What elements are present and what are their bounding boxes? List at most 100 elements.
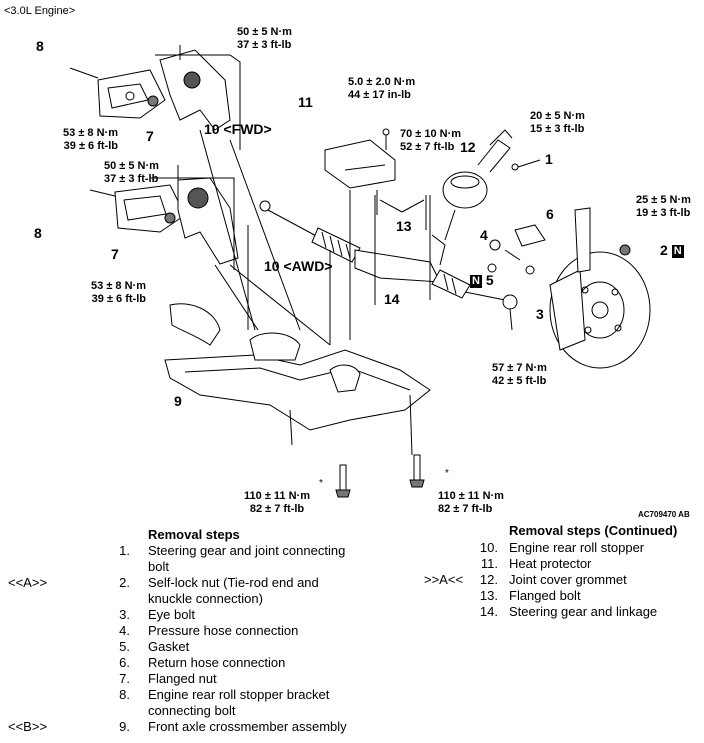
step-text: Engine rear roll stopper: [509, 540, 645, 555]
removal-step: 13. Flanged bolt: [400, 588, 700, 604]
removal-steps-title: Removal steps: [148, 527, 240, 542]
torque-nm: 110 ± 11 N·m: [244, 490, 310, 502]
callout-5-label: 5: [485, 272, 494, 288]
callout-5: N 5: [470, 272, 494, 288]
step-number: 4.: [119, 623, 130, 638]
fwd-roll-stopper-group: [69, 45, 241, 150]
removal-step: 3. Eye bolt: [0, 607, 380, 623]
step-text: Eye bolt: [148, 607, 195, 622]
step-text: Self-lock nut (Tie-rod end and knuckle c…: [148, 575, 319, 606]
removal-step: <<B>> 9. Front axle crossmember assembly: [0, 719, 380, 735]
step-text: Flanged nut: [148, 671, 217, 686]
step-number: 8.: [119, 687, 130, 702]
callout-3: 3: [536, 306, 544, 322]
removal-step: 14. Steering gear and linkage: [400, 604, 700, 620]
n-box-2: N: [671, 245, 684, 258]
step-number: 11.: [480, 556, 498, 571]
step-text: Engine rear roll stopper bracket connect…: [148, 687, 330, 718]
step-number: 6.: [119, 655, 130, 670]
step-number: 10.: [479, 540, 498, 555]
step-text: Gasket: [148, 639, 190, 654]
step-mark: <<A>>: [8, 575, 48, 590]
torque-ftlb: 19 ± 3 ft-lb: [636, 207, 691, 219]
callout-11: 11: [298, 94, 313, 110]
step-text: Return hose connection: [148, 655, 286, 670]
knuckle-disc-group: [549, 207, 651, 369]
step-text: Joint cover grommet: [509, 572, 627, 587]
callout-4: 4: [480, 227, 488, 243]
torque-nm: 70 ± 10 N·m: [400, 128, 462, 140]
torque-13: 70 ± 10 N·m 52 ± 7 ft-lb: [400, 128, 461, 154]
grommet-group: [442, 129, 513, 241]
callout-1: 1: [545, 151, 553, 167]
torque-nm: 25 ± 5 N·m: [636, 194, 691, 206]
heat-protector-group: [324, 128, 396, 189]
torque-nm: 57 ± 7 N·m: [492, 362, 547, 374]
torque-ftlb: 37 ± 3 ft-lb: [104, 173, 159, 185]
torque-1: 20 ± 5 N·m 15 ± 3 ft-lb: [530, 110, 585, 136]
callout-8-fwd: 8: [36, 38, 44, 54]
crossmember-group: [164, 303, 431, 456]
callout-12: 12: [460, 139, 476, 155]
callout-13: 13: [396, 218, 412, 234]
torque-top: 50 ± 5 N·m 37 ± 3 ft-lb: [237, 26, 292, 52]
step-number: 5.: [119, 639, 130, 654]
awd-roll-stopper-group: [89, 165, 239, 270]
torque-awd-7: 53 ± 8 N·m 39 ± 6 ft-lb: [58, 280, 146, 306]
callout-14: 14: [384, 291, 400, 307]
torque-ftlb: 37 ± 3 ft-lb: [237, 39, 292, 51]
torque-ftlb: 15 ± 3 ft-lb: [530, 123, 585, 135]
step-number: 13.: [479, 588, 498, 603]
torque-nm: 50 ± 5 N·m: [104, 160, 159, 172]
removal-step: 6. Return hose connection: [0, 655, 380, 671]
callout-6: 6: [546, 206, 554, 222]
removal-steps-list: 1. Steering gear and joint connecting bo…: [0, 543, 380, 735]
torque-nm: 20 ± 5 N·m: [530, 110, 585, 122]
step-number: 14.: [479, 604, 498, 619]
removal-steps-continued-list: 10. Engine rear roll stopper 11. Heat pr…: [400, 540, 700, 620]
torque-nm: 53 ± 8 N·m: [63, 127, 118, 139]
torque-3: 57 ± 7 N·m 42 ± 5 ft-lb: [492, 362, 547, 388]
step-number: 3.: [119, 607, 130, 622]
removal-steps-continued-title: Removal steps (Continued): [509, 523, 678, 538]
removal-step: 1. Steering gear and joint connecting bo…: [0, 543, 380, 575]
callout-2: 2 N: [660, 242, 684, 258]
removal-step: <<A>> 2. Self-lock nut (Tie-rod end and …: [0, 575, 380, 607]
callout-10-awd: 10 <AWD>: [264, 258, 333, 274]
step-number: 12.: [479, 572, 498, 587]
removal-step: 10. Engine rear roll stopper: [400, 540, 700, 556]
torque-ftlb: 39 ± 6 ft-lb: [63, 140, 118, 152]
step-mark: >>A<<: [424, 572, 464, 587]
step-text: Heat protector: [509, 556, 592, 571]
asterisk-left: *: [319, 478, 323, 489]
exploded-diagram: [69, 45, 651, 498]
step-number: 2.: [119, 575, 130, 590]
callout-7-awd: 7: [111, 246, 119, 262]
n-box-5: N: [470, 275, 482, 288]
torque-fwd-7: 53 ± 8 N·m 39 ± 6 ft-lb: [30, 127, 118, 153]
torque-nm: 5.0 ± 2.0 N·m: [348, 76, 416, 88]
torque-ftlb: 42 ± 5 ft-lb: [492, 375, 547, 387]
callout-8-awd: 8: [34, 225, 42, 241]
torque-bottom-right: 110 ± 11 N·m 82 ± 7 ft-lb: [438, 490, 504, 516]
callout-7-fwd: 7: [146, 128, 154, 144]
step-text: Pressure hose connection: [148, 623, 299, 638]
torque-ftlb: 39 ± 6 ft-lb: [91, 293, 146, 305]
step-text: Steering gear and linkage: [509, 604, 658, 619]
callout-2-label: 2: [660, 242, 668, 258]
step-text: Steering gear and joint connecting bolt: [148, 543, 346, 574]
removal-step: 4. Pressure hose connection: [0, 623, 380, 639]
removal-step: >>A<< 12. Joint cover grommet: [400, 572, 700, 588]
steering-gear-group: [259, 200, 518, 331]
torque-nm: 110 ± 11 N·m: [438, 490, 504, 502]
step-text: Flanged bolt: [509, 588, 581, 603]
removal-step: 11. Heat protector: [400, 556, 700, 572]
removal-step: 7. Flanged nut: [0, 671, 380, 687]
torque-ftlb: 82 ± 7 ft-lb: [438, 503, 493, 515]
torque-ftlb: 82 ± 7 ft-lb: [249, 503, 305, 515]
torque-mid: 50 ± 5 N·m 37 ± 3 ft-lb: [104, 160, 159, 186]
callout-10-fwd: 10 <FWD>: [204, 121, 272, 137]
step-text: Front axle crossmember assembly: [148, 719, 347, 734]
asterisk-right: *: [445, 468, 449, 479]
torque-2: 25 ± 5 N·m 19 ± 3 ft-lb: [636, 194, 691, 220]
